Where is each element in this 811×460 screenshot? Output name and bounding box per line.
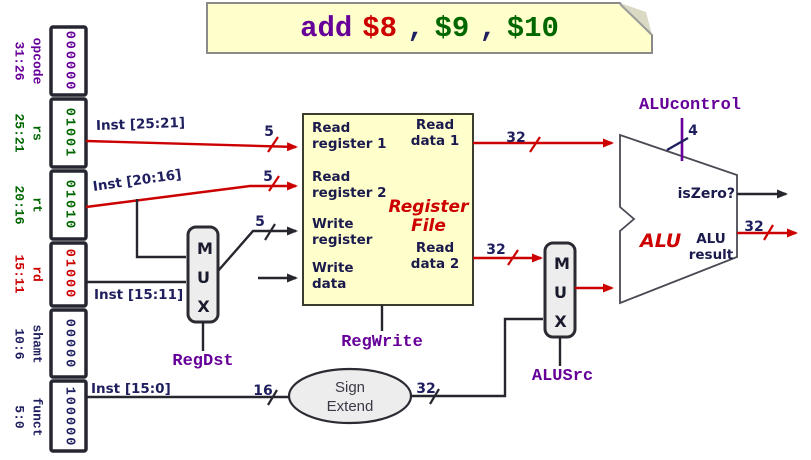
rf-read-register1-label: Read register 1 xyxy=(312,120,387,152)
slash-sign-out xyxy=(429,388,440,405)
field-label-opcode: opcode 31:26 xyxy=(10,38,45,85)
field-name: rs xyxy=(29,125,45,141)
sign-extend-label: Sign Extend xyxy=(326,379,374,415)
wire-label-inst-25-21: Inst [25:21] xyxy=(95,114,186,134)
bus-width-alucontrol: 4 xyxy=(688,123,698,139)
wire-rs-to-readreg1 xyxy=(85,139,298,152)
instruction-comma1: , xyxy=(407,11,425,45)
instruction-comma2: , xyxy=(479,11,497,45)
field-bits: 25:21 xyxy=(12,113,27,153)
field-box-rt xyxy=(49,169,88,241)
alu-iszero-label: isZero? xyxy=(677,186,735,202)
field-bits: 20:16 xyxy=(12,185,27,225)
control-label-regdst: RegDst xyxy=(172,352,234,371)
alu-shape xyxy=(619,133,738,305)
field-value-rs: 01001 xyxy=(61,107,77,159)
control-label-alucontrol: ALUcontrol xyxy=(638,96,742,115)
bus-width-writereg: 5 xyxy=(255,214,265,230)
field-box-rd xyxy=(49,241,88,308)
wire-rt-to-readreg2 xyxy=(85,181,298,209)
wire-label-inst-15-0: Inst [15:0] xyxy=(91,381,171,397)
wire-rt-branch-to-mux xyxy=(135,199,186,259)
rf-write-register-label: Write register xyxy=(312,216,373,248)
slash-readdata1 xyxy=(529,136,541,153)
rf-read-data2-label: Read data 2 xyxy=(410,240,460,272)
field-label-rd: rd 15:11 xyxy=(10,254,45,293)
field-box-opcode xyxy=(49,25,88,97)
title-box-fold-edge xyxy=(619,3,652,35)
field-value-funct: 100000 xyxy=(61,386,77,448)
control-label-alusrc: ALUSrc xyxy=(531,367,594,386)
rf-write-data-label: Write data xyxy=(312,260,354,292)
alu-label: ALU xyxy=(640,230,682,252)
slash-alu-result xyxy=(763,224,774,241)
field-box-rs xyxy=(49,97,88,169)
instruction-opcode: add xyxy=(300,11,353,45)
control-label-regwrite: RegWrite xyxy=(341,333,423,352)
field-box-shamt xyxy=(49,308,88,379)
field-bits: 5:0 xyxy=(12,405,27,429)
slash-alucontrol xyxy=(666,136,689,152)
wire-muxregdst-to-writereg xyxy=(217,226,298,272)
instruction-operand3: $10 xyxy=(506,11,559,45)
slash-readreg1 xyxy=(267,136,279,153)
field-bits: 10:6 xyxy=(12,328,27,360)
slash-readreg2 xyxy=(268,175,280,192)
mux-alusrc-label: MUX xyxy=(554,254,570,331)
bus-width-sign-in: 16 xyxy=(253,383,273,399)
wire-label-inst-15-11: Inst [15:11] xyxy=(94,287,184,303)
bus-width-readdata1: 32 xyxy=(506,130,526,146)
instruction-operand2: $9 xyxy=(434,11,470,45)
field-name: rd xyxy=(29,266,45,282)
title-box xyxy=(206,2,653,54)
slash-sign-in xyxy=(267,389,278,406)
field-bits: 15:11 xyxy=(12,254,27,294)
rf-read-data1-label: Read data 1 xyxy=(410,117,460,149)
field-value-rt: 01010 xyxy=(61,179,77,231)
register-file-title: Register File xyxy=(388,197,469,236)
field-label-funct: funct 5:0 xyxy=(10,397,45,436)
rf-read-register2-label: Read register 2 xyxy=(312,169,387,201)
slash-writereg xyxy=(264,223,276,241)
register-file-box xyxy=(302,113,474,306)
alu-result-label: ALU result xyxy=(688,231,734,263)
bus-width-alu-result: 32 xyxy=(744,219,764,235)
field-label-rs: rs 25:21 xyxy=(10,113,45,152)
bus-width-readreg2: 5 xyxy=(263,169,273,185)
bus-width-readreg1: 5 xyxy=(264,124,274,140)
mux-regdst-label: MUX xyxy=(197,239,213,316)
field-bits: 31:26 xyxy=(12,41,27,81)
field-value-shamt: 00000 xyxy=(61,318,77,370)
field-name: rt xyxy=(29,197,45,213)
field-name: funct xyxy=(29,397,45,437)
wire-signextend-to-mux xyxy=(410,317,543,398)
instruction-operand1: $8 xyxy=(362,11,398,45)
field-name: opcode xyxy=(29,37,45,85)
slash-readdata2 xyxy=(507,249,519,266)
instruction-title: add $8 , $9 , $10 xyxy=(207,3,652,53)
field-value-rd: 01000 xyxy=(61,248,77,300)
field-box-funct xyxy=(49,379,88,453)
field-value-opcode: 000000 xyxy=(61,30,77,92)
field-label-rt: rt 20:16 xyxy=(10,185,45,224)
field-label-shamt: shamt 10:6 xyxy=(10,324,45,363)
bus-width-readdata2: 32 xyxy=(486,242,506,258)
field-name: shamt xyxy=(29,324,45,364)
bus-width-sign-out: 32 xyxy=(416,381,436,397)
